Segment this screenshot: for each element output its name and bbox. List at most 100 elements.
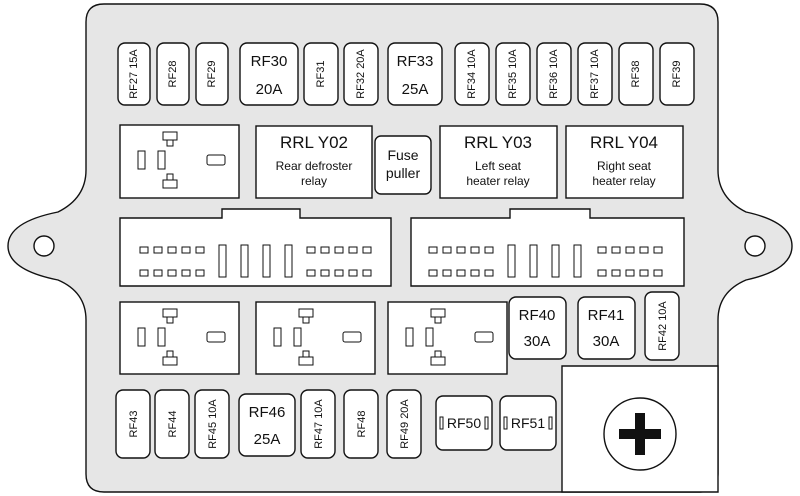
fuse-RF49[interactable]: RF49 20A [386,389,422,459]
fuse-puller-label-line2: puller [386,165,421,181]
ground-terminal[interactable] [561,365,719,493]
fuse-RF27[interactable]: RF27 15A [117,42,151,106]
connector-left[interactable] [119,208,392,287]
relay-socket-bottom-3[interactable] [387,301,508,375]
fuse-RF41-label: RF41 [588,307,625,324]
fuse-RF37[interactable]: RF37 10A [577,42,613,106]
relay-RRL-Y04[interactable]: RRL Y04 Right seat heater relay [565,125,684,199]
fuse-RF35-label: RF35 10A [507,49,519,99]
relay-RRL-Y03-code: RRL Y03 [464,133,532,152]
relay-RRL-Y02-code: RRL Y02 [280,133,348,152]
relay-terminal [273,327,282,347]
fuse-RF33-label: RF33 [397,53,434,70]
fuse-RF40-label: RF40 [519,307,556,324]
fuse-RF31-label: RF31 [315,61,327,88]
fuse-RF28-label: RF28 [167,61,179,88]
fuse-RF39-label: RF39 [671,61,683,88]
fuse-RF48[interactable]: RF48 [343,389,379,459]
fuse-RF42-label: RF42 10A [657,301,669,351]
relay-terminal [342,331,362,343]
relay-RRL-Y02-desc-line1: Rear defroster [276,159,353,173]
fuse-RF39[interactable]: RF39 [659,42,695,106]
fuse-RF48-label: RF48 [356,411,368,438]
relay-socket-top-left[interactable] [119,124,240,199]
fuse-RF43[interactable]: RF43 [115,389,151,459]
fuse-RF47-label: RF47 10A [313,399,325,449]
relay-terminal [166,139,174,147]
fuse-RF51[interactable]: RF51 [499,395,557,451]
fuse-RF40[interactable]: RF40 30A [508,296,567,360]
mounting-hole-left [33,235,55,257]
relay-terminal [166,316,174,324]
fuse-RF38[interactable]: RF38 [618,42,654,106]
fuse-RF41[interactable]: RF41 30A [577,296,636,360]
fuse-RF35[interactable]: RF35 10A [495,42,531,106]
fuse-RF47[interactable]: RF47 10A [300,389,336,459]
relay-RRL-Y04-code: RRL Y04 [590,133,658,152]
fuse-RF36[interactable]: RF36 10A [536,42,572,106]
mounting-hole-right [744,235,766,257]
relay-terminal [137,150,146,170]
fuse-RF29[interactable]: RF29 [195,42,229,106]
fuse-RF34[interactable]: RF34 10A [454,42,490,106]
relay-terminal [162,179,178,189]
relay-terminal [206,331,226,343]
fuse-RF46[interactable]: RF46 25A [238,393,296,457]
fuse-RF50-label: RF50 [447,415,481,431]
relay-RRL-Y02[interactable]: RRL Y02 Rear defroster relay [255,125,373,199]
relay-RRL-Y02-desc-line2: relay [301,174,327,188]
fuse-RF42[interactable]: RF42 10A [644,291,680,361]
fuse-RF36-label: RF36 10A [548,49,560,99]
fuse-RF50[interactable]: RF50 [435,395,493,451]
relay-socket-bottom-2[interactable] [255,301,376,375]
relay-terminal [157,150,166,170]
connector-right-pins [428,244,663,278]
fuse-RF51-terminal-left [503,416,508,430]
fuse-RF43-label: RF43 [128,411,140,438]
relay-terminal [430,356,446,366]
fuse-RF50-terminal-left [439,416,444,430]
fuse-RF51-label: RF51 [511,415,545,431]
relay-terminal [434,316,442,324]
fuse-RF34-label: RF34 10A [466,49,478,99]
relay-terminal [293,327,302,347]
fuse-RF31[interactable]: RF31 [303,42,339,106]
relay-RRL-Y03-desc-line2: heater relay [466,174,529,188]
fuse-RF44[interactable]: RF44 [154,389,190,459]
fuse-RF40-amp: 30A [524,333,551,350]
fuse-RF46-amp: 25A [254,431,281,448]
fuse-RF38-label: RF38 [630,61,642,88]
fuse-RF29-label: RF29 [206,61,218,88]
fuse-RF30[interactable]: RF30 20A [239,42,299,106]
relay-terminal [162,356,178,366]
fuse-RF30-label: RF30 [251,53,288,70]
fuse-RF32-label: RF32 20A [355,49,367,99]
fuse-puller[interactable]: Fuse puller [374,135,432,195]
fuse-RF28[interactable]: RF28 [156,42,190,106]
relay-RRL-Y03-desc-line1: Left seat [475,159,522,173]
fuse-RF50-terminal-right [484,416,489,430]
connector-left-pins [139,244,372,278]
connector-right[interactable] [410,208,685,287]
relay-RRL-Y03[interactable]: RRL Y03 Left seat heater relay [439,125,558,199]
relay-RRL-Y04-desc-line1: Right seat [597,159,652,173]
fuse-RF33-amp: 25A [402,81,429,98]
fuse-RF45[interactable]: RF45 10A [194,389,230,459]
fuse-puller-label-line1: Fuse [387,147,418,163]
relay-terminal [474,331,494,343]
fuse-RF32[interactable]: RF32 20A [343,42,379,106]
plus-icon [619,429,661,439]
relay-socket-bottom-1[interactable] [119,301,240,375]
relay-terminal [206,154,226,166]
fuse-RF33[interactable]: RF33 25A [387,42,443,106]
fuse-RF30-amp: 20A [256,81,283,98]
fuse-RF44-label: RF44 [167,411,179,438]
fuse-RF46-label: RF46 [249,404,286,421]
relay-terminal [157,327,166,347]
fuse-RF49-label: RF49 20A [399,399,411,449]
fuse-RF41-amp: 30A [593,333,620,350]
fuse-RF27-label: RF27 15A [128,49,140,99]
relay-terminal [302,316,310,324]
relay-terminal [425,327,434,347]
